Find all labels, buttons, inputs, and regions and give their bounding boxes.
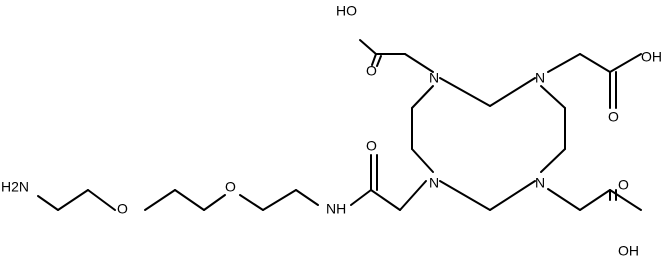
atom-labels: HO O N N OH O O H2N O O NH N N O OH: [1, 3, 662, 259]
bond: [540, 85, 566, 109]
bond: [547, 53, 581, 73]
atom-o-top: O: [366, 63, 377, 79]
atom-oh-top-right: OH: [641, 49, 662, 65]
atom-ho-top: HO: [336, 3, 357, 19]
bond: [239, 194, 264, 211]
atom-n3: N: [429, 175, 439, 191]
bond: [37, 195, 59, 211]
bond: [489, 180, 536, 211]
bond: [399, 180, 427, 211]
bond: [295, 189, 319, 206]
bond: [404, 53, 434, 73]
atom-ether-o1: O: [117, 201, 128, 217]
bond: [439, 180, 491, 211]
bond-lines: [37, 39, 642, 211]
bond: [609, 53, 642, 73]
bond: [547, 188, 581, 211]
atom-oh-bottom-right: OH: [618, 243, 639, 259]
bond: [411, 148, 434, 173]
bond: [203, 194, 226, 211]
atom-nh-amide: NH: [326, 201, 346, 217]
bond: [489, 77, 536, 107]
bond: [262, 189, 297, 211]
atom-o-bottom-right: O: [618, 177, 629, 193]
atom-ether-o2: O: [225, 179, 236, 195]
bond: [376, 55, 382, 67]
atom-o-amide: O: [366, 138, 377, 154]
bond: [540, 148, 566, 173]
bond: [174, 189, 205, 211]
bond: [370, 189, 401, 211]
bond: [609, 189, 642, 211]
bond: [579, 189, 611, 211]
bond: [579, 53, 611, 73]
bond: [439, 77, 491, 107]
bond: [87, 189, 116, 211]
bond: [411, 85, 434, 109]
bond: [350, 189, 372, 206]
atom-n1: N: [429, 70, 439, 86]
atom-h2n: H2N: [1, 179, 29, 195]
bond: [144, 189, 176, 211]
bond: [371, 53, 377, 66]
atom-n4: N: [535, 175, 545, 191]
atom-o-top-right: O: [608, 109, 619, 125]
bond: [57, 189, 89, 211]
bond: [359, 39, 377, 55]
atom-n2: N: [535, 70, 545, 86]
